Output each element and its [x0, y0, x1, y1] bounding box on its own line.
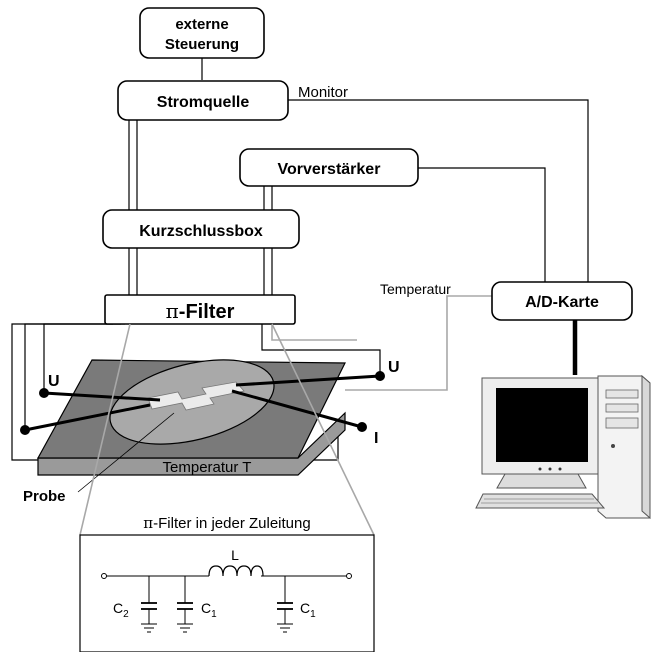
monitor-line — [288, 99, 589, 282]
stromquelle-label: Stromquelle — [157, 94, 250, 111]
svg-text:C2: C2 — [113, 600, 129, 620]
capacitor-c1-right — [277, 576, 293, 633]
vorverstaerker-box: Vorverstärker — [239, 148, 419, 187]
kurzschlussbox-box: Kurzschlussbox — [102, 209, 300, 249]
inductor-coil — [208, 565, 264, 577]
zoom-line-left — [79, 323, 131, 536]
u-left-label: U — [48, 373, 60, 390]
svg-text:π-Filter: π-Filter — [166, 299, 235, 323]
sample-bridge — [147, 381, 245, 411]
u-right-contact — [235, 374, 381, 387]
svg-text:π-Filter in jeder Zuleitung: π-Filter in jeder Zuleitung — [143, 514, 310, 532]
c1b-label: C — [300, 600, 310, 616]
zoom-line-right — [271, 323, 375, 536]
c2-label: C — [113, 600, 123, 616]
inset-pi-symbol: π — [143, 514, 153, 532]
u-right-label: U — [388, 359, 400, 376]
kurzschlussbox-label: Kurzschlussbox — [139, 223, 263, 240]
connection-lines — [11, 58, 589, 461]
monitor-label: Monitor — [298, 84, 348, 101]
computer — [475, 374, 651, 520]
vorverstaerker-label: Vorverstärker — [278, 161, 381, 178]
temperatur-t-label: Temperatur T — [163, 459, 252, 476]
pi-filter-label: -Filter — [179, 301, 235, 323]
ad-karte-box: A/D-Karte — [491, 281, 633, 321]
inductor-label: L — [231, 547, 239, 563]
grey-lead — [271, 324, 357, 341]
i-left-contact — [24, 403, 151, 432]
c2-sub: 2 — [123, 609, 129, 620]
u-left-contact — [43, 391, 161, 402]
temperatur-label: Temperatur — [380, 281, 451, 297]
capacitor-c1-left — [177, 576, 193, 633]
c1b-sub: 1 — [310, 609, 316, 620]
svg-text:C1: C1 — [201, 600, 217, 620]
pi-filter-box: π-Filter — [104, 294, 296, 325]
probe-label: Probe — [23, 488, 66, 505]
pi-filter-inset: π-Filter in jeder Zuleitung L C2 — [79, 514, 375, 652]
c1a-label: C — [201, 600, 211, 616]
monitor-screen — [496, 388, 588, 462]
capacitor-c2 — [141, 576, 157, 633]
preamp-to-adc-line — [418, 167, 546, 282]
i-right-label: I — [374, 430, 378, 447]
ad-karte-label: A/D-Karte — [525, 294, 599, 311]
c1a-sub: 1 — [211, 609, 217, 620]
externe-label-2: Steuerung — [165, 36, 239, 53]
keyboard — [475, 493, 606, 509]
pi-symbol: π — [166, 299, 179, 323]
inset-title: -Filter in jeder Zuleitung — [153, 515, 311, 532]
externe-steuerung-box: externe Steuerung — [139, 7, 265, 59]
sample-stage: Temperatur T — [20, 359, 385, 476]
i-right-contact — [231, 389, 363, 429]
temperature-line — [345, 295, 492, 391]
externe-label-1: externe — [175, 16, 228, 33]
voltage-lead-right — [261, 324, 381, 376]
stromquelle-box: Stromquelle — [117, 80, 289, 121]
voltage-lead-left — [43, 323, 125, 393]
svg-text:C1: C1 — [300, 600, 316, 620]
